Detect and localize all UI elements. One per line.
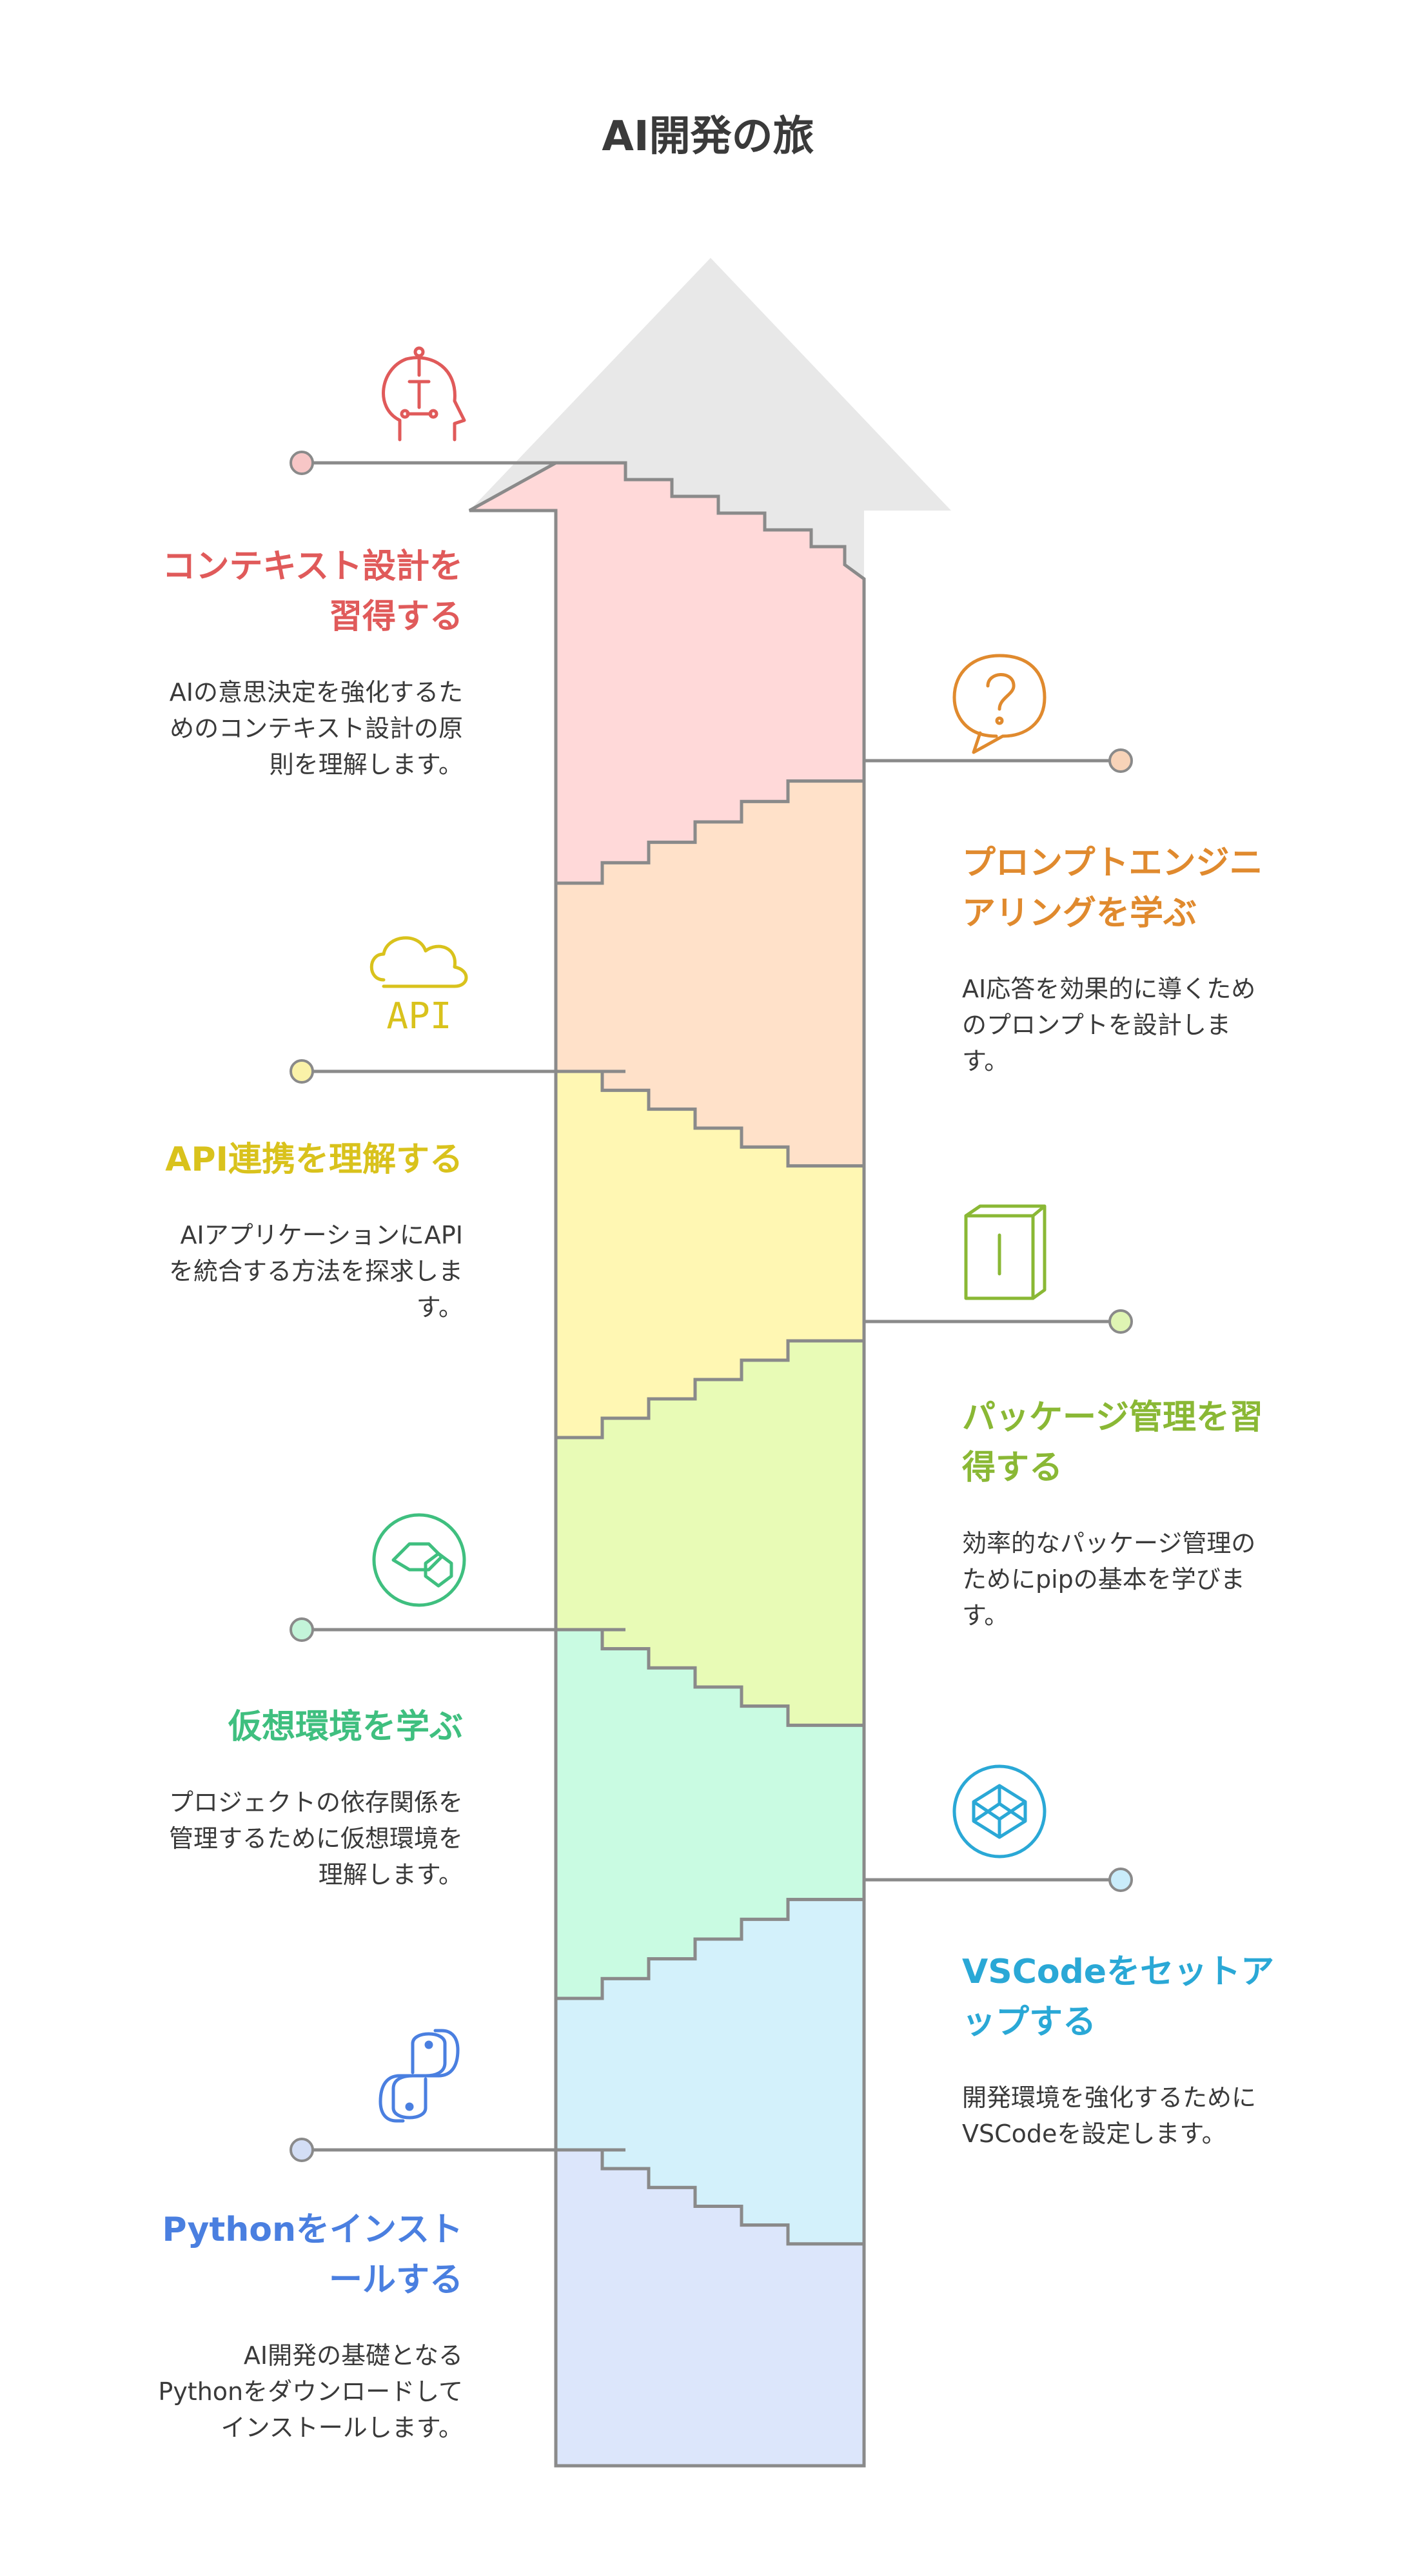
step-description-line: す。 — [962, 1601, 1009, 1630]
connector-dot-2 — [1108, 748, 1133, 773]
step-description-5: プロジェクトの依存関係を管理するために仮想環境を理解します。 — [169, 1784, 463, 1893]
brain-circuit-icon — [382, 346, 466, 442]
page-title: AI開発の旅 — [602, 113, 814, 161]
step-description-line: プロジェクトの依存関係を — [168, 1788, 463, 1817]
step-description-line: 効率的なパッケージ管理の — [962, 1529, 1256, 1557]
svg-text:API: API — [386, 995, 451, 1037]
step-description-line: 管理するために仮想環境を — [168, 1824, 463, 1853]
codepen-icon — [952, 1764, 1047, 1859]
step-heading-3: API連携を理解する — [165, 1135, 463, 1185]
step-heading-7: Pythonをインストールする — [162, 2205, 463, 2305]
step-description-line: AIアプリケーションにAPI — [180, 1221, 463, 1249]
connector-dot-4 — [1108, 1309, 1133, 1334]
step-description-2: AI応答を効果的に導くためのプロンプトを設計します。 — [962, 971, 1255, 1079]
api-cloud-icon: API — [369, 936, 468, 1037]
step-description-line: す。 — [416, 1293, 463, 1322]
step-heading-line: VSCodeをセットア — [962, 1953, 1275, 1991]
step-description-line: AIの意思決定を強化するた — [169, 678, 463, 707]
step-heading-line: API連携を理解する — [165, 1140, 463, 1179]
step-description-line: 則を理解します。 — [269, 750, 463, 779]
step-description-line: 理解します。 — [318, 1860, 463, 1889]
python-icon — [379, 2029, 460, 2123]
step-heading-line: パッケージ管理を習 — [962, 1398, 1263, 1437]
connector-dot-6 — [1108, 1868, 1133, 1892]
step-heading-line: 習得する — [328, 598, 463, 636]
question-bubble-icon — [952, 654, 1047, 754]
cabinet-icon — [964, 1204, 1047, 1300]
step-description-line: 開発環境を強化するために — [962, 2083, 1257, 2112]
step-heading-line: コンテキスト設計を — [162, 547, 463, 586]
step-description-line: AI応答を効果的に導くため — [962, 975, 1256, 1003]
connector-dot-3 — [290, 1059, 314, 1084]
step-description-line: Pythonをダウンロードして — [158, 2377, 463, 2406]
step-description-6: 開発環境を強化するために VSCodeを設定します。 — [962, 2080, 1256, 2152]
step-heading-line: Pythonをインスト — [162, 2210, 463, 2249]
step-heading-6: VSCodeをセットアップする — [962, 1947, 1274, 2047]
step-heading-1: コンテキスト設計を習得する — [162, 542, 463, 642]
step-description-line: VSCodeを設定します。 — [962, 2120, 1226, 2148]
step-description-1: AIの意思決定を強化するためのコンテキスト設計の原則を理解します。 — [170, 674, 463, 783]
step-description-line: す。 — [962, 1047, 1009, 1075]
connector-dot-1 — [290, 451, 314, 475]
step-heading-line: 仮想環境を学ぶ — [228, 1708, 463, 1746]
step-heading-line: プロンプトエンジニ — [962, 844, 1263, 883]
step-heading-line: アリングを学ぶ — [962, 894, 1197, 933]
step-description-7: AI開発の基礎となる Pythonをダウンロードしてインストールします。 — [158, 2337, 463, 2446]
connector-dot-5 — [290, 1617, 314, 1642]
step-description-line: めのコンテキスト設計の原 — [170, 714, 463, 743]
step-heading-4: パッケージ管理を習得する — [962, 1392, 1263, 1493]
step-description-line: のプロンプトを設計しま — [962, 1011, 1231, 1039]
cubes-icon — [372, 1513, 466, 1607]
stair-section-7 — [554, 2148, 866, 2468]
step-heading-line: 得する — [962, 1449, 1063, 1487]
step-description-4: 効率的なパッケージ管理のためにpipの基本を学びます。 — [962, 1525, 1255, 1634]
step-description-line: ためにpipの基本を学びま — [962, 1565, 1245, 1594]
step-heading-line: ールする — [328, 2261, 463, 2299]
step-heading-2: プロンプトエンジニアリングを学ぶ — [962, 838, 1263, 939]
step-description-3: AIアプリケーションにAPI を統合する方法を探求します。 — [169, 1217, 463, 1325]
step-heading-5: 仮想環境を学ぶ — [228, 1702, 463, 1752]
connector-dot-7 — [290, 2138, 314, 2162]
step-description-line: インストールします。 — [221, 2414, 463, 2442]
step-description-line: AI開発の基礎となる — [243, 2341, 463, 2370]
step-description-line: を統合する方法を探求しま — [168, 1257, 463, 1285]
step-heading-line: ップする — [962, 2003, 1097, 2042]
